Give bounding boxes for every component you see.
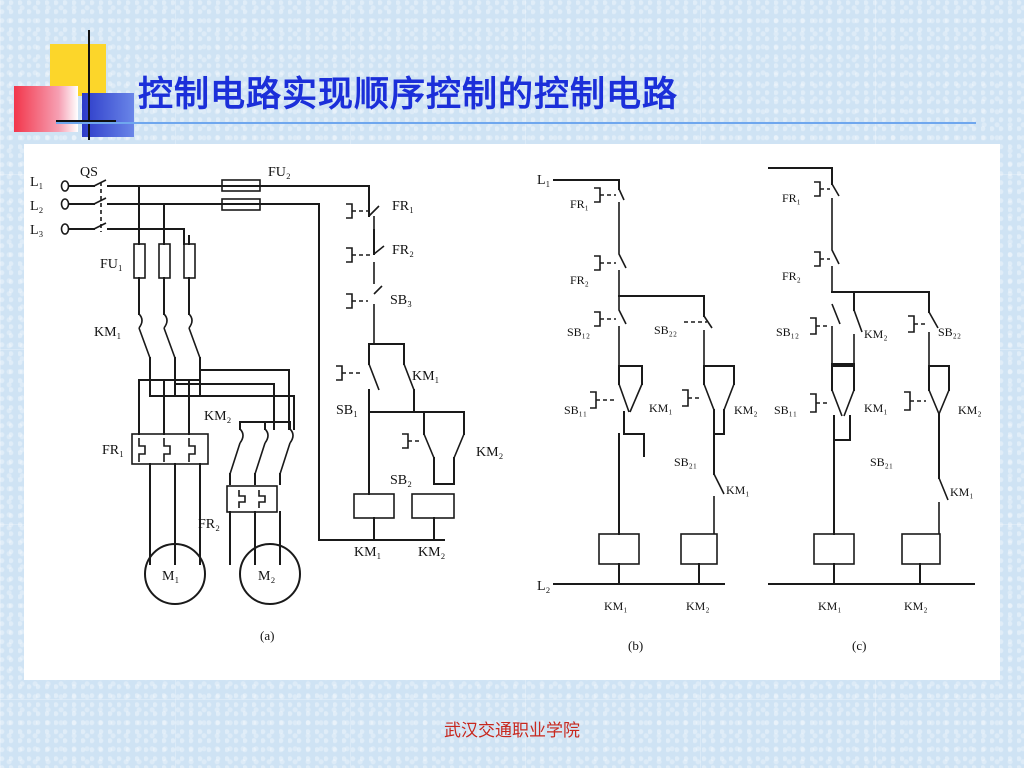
circuit-diagrams: L₁ L₂ L₃ QS FU₂ FU₁ KM₁ KM₂ FR₁ FR₂ M₁ M… — [30, 165, 982, 653]
label-c-km1-seal: KM₁ — [864, 401, 888, 415]
label-km2-aux: KM₂ — [476, 445, 504, 460]
label-c-km2-seal: KM₂ — [958, 403, 982, 417]
label-b-coil-km1: KM₁ — [604, 599, 628, 613]
label-b-l1: L₁ — [537, 173, 550, 188]
label-fu2: FU₂ — [268, 165, 291, 180]
label-c-sb22: SB₂₂ — [938, 325, 961, 339]
label-fr2-main: FR₂ — [198, 517, 220, 532]
label-c-sb12: SB₁₂ — [776, 325, 799, 339]
diagram-a — [60, 179, 465, 605]
label-b-coil-km2: KM₂ — [686, 599, 710, 613]
label-sb2: SB₂ — [390, 473, 412, 488]
decor-blue-square — [82, 93, 134, 137]
label-c-fr2: FR₂ — [782, 269, 801, 283]
label-qs: QS — [80, 165, 98, 180]
decor-vertical-line — [88, 30, 90, 140]
label-fu1: FU₁ — [100, 257, 123, 272]
label-line-l3: L₃ — [30, 223, 44, 238]
label-b-fr2: FR₂ — [570, 273, 589, 287]
label-b-sb21: SB₂₁ — [674, 455, 697, 469]
supply-terminals — [60, 180, 70, 235]
label-fr1-main: FR₁ — [102, 443, 124, 458]
slide-title: 控制电路实现顺序控制的控制电路 — [138, 74, 679, 115]
label-c-sb11: SB₁₁ — [774, 403, 797, 417]
label-km1-aux: KM₁ — [412, 369, 439, 384]
diagram-b — [553, 179, 735, 585]
label-b-sb11: SB₁₁ — [564, 403, 587, 417]
slide-footer: 武汉交通职业学院 — [444, 721, 580, 741]
label-km1-main: KM₁ — [94, 325, 121, 340]
label-sb3: SB₃ — [390, 293, 412, 308]
label-b-l2: L₂ — [537, 579, 551, 594]
label-line-l1: L₁ — [30, 175, 43, 190]
label-coil-km1: KM₁ — [354, 545, 381, 560]
label-km2-main: KM₂ — [204, 409, 232, 424]
caption-b: (b) — [628, 638, 643, 653]
caption-a: (a) — [260, 628, 274, 643]
label-ctrl-fr1: FR₁ — [392, 199, 414, 214]
decor-red-square — [14, 86, 78, 132]
label-c-coil-km1: KM₁ — [818, 599, 842, 613]
decor-black-line — [56, 120, 116, 122]
label-c-km2-nc: KM₂ — [864, 327, 888, 341]
label-motor1: M₁ — [162, 569, 179, 584]
label-coil-km2: KM₂ — [418, 545, 446, 560]
label-line-l2: L₂ — [30, 199, 44, 214]
label-motor2: M₂ — [258, 569, 275, 584]
label-sb1: SB₁ — [336, 403, 358, 418]
caption-c: (c) — [852, 638, 866, 653]
label-c-coil-km2: KM₂ — [904, 599, 928, 613]
label-c-fr1: FR₁ — [782, 191, 801, 205]
label-b-km2-seal: KM₂ — [734, 403, 758, 417]
title-underline — [56, 122, 976, 124]
diagram-panel: L₁ L₂ L₃ QS FU₂ FU₁ KM₁ KM₂ FR₁ FR₂ M₁ M… — [24, 144, 1000, 680]
label-b-km1-seal: KM₁ — [649, 401, 673, 415]
label-b-km1-interlock: KM₁ — [726, 483, 750, 497]
label-c-km1-interlock: KM₁ — [950, 485, 974, 499]
diagram-c — [768, 167, 975, 585]
label-b-fr1: FR₁ — [570, 197, 589, 211]
label-b-sb12: SB₁₂ — [567, 325, 590, 339]
label-b-sb22: SB₂₂ — [654, 323, 677, 337]
label-ctrl-fr2: FR₂ — [392, 243, 414, 258]
label-c-sb21: SB₂₁ — [870, 455, 893, 469]
